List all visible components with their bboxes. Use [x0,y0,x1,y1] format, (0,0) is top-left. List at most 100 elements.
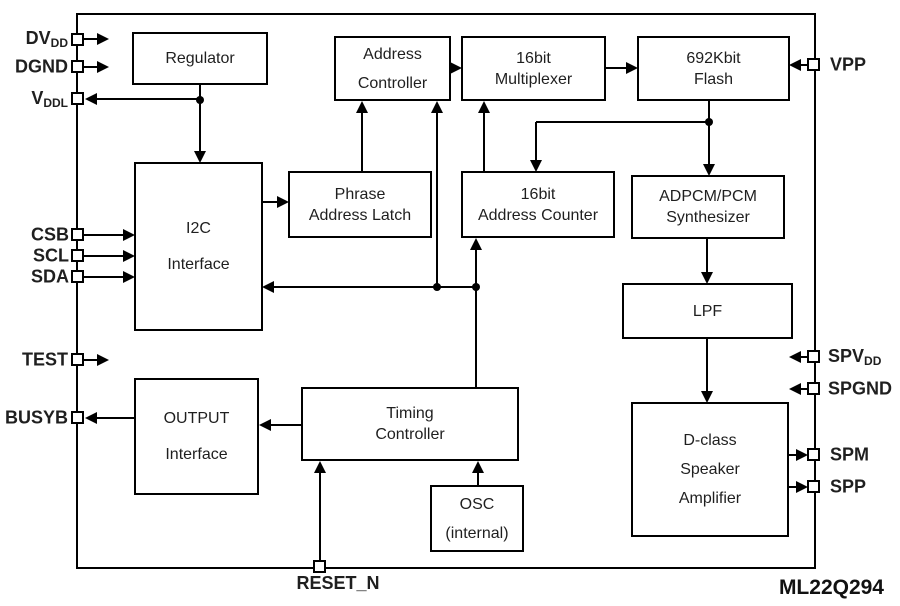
arrowhead-scl [123,250,135,262]
pin-label-vddl: VDDL [31,88,68,110]
block-label: Controller [375,426,445,443]
arrowhead-flash-left [626,62,638,74]
pin-reset-n [313,560,326,573]
arrowhead-i2c-top [194,151,206,163]
pin-label-spm: SPM [830,445,869,466]
wire-scl-in [84,255,124,257]
arrowhead-sda [123,271,135,283]
block-d-class-speaker-amplifier: D-class Speaker Amplifier [631,402,789,537]
pin-label-subscript: DD [864,354,882,368]
pin-label-dvdd: DVDD [26,28,68,50]
wire-regulator-to-i2c [199,84,201,152]
arrowhead-timing-bottom-2 [472,461,484,473]
block-regulator: Regulator [132,32,268,85]
pin-label-text: SDA [30,266,69,287]
pin-label-text: SCL [33,245,69,266]
wire-osc-to-timing [477,471,479,486]
block-i2c-interface: I2C Interface [134,162,263,331]
pin-label-dgnd: DGND [15,57,68,78]
pin-label-subscript: DDL [43,96,68,110]
block-label: Synthesizer [666,209,750,226]
pin-csb [71,228,84,241]
block-label: D-class [683,432,737,449]
pin-spvdd [807,350,820,363]
block-label: 16bit [520,185,556,203]
pin-label-text: SPM [830,444,870,465]
pin-label-text: V [31,88,44,108]
arrowhead-phrase-latch [277,196,289,208]
pin-label-reset-n: RESET_N [283,573,393,594]
pin-label-text: DV [25,28,51,48]
block-label: Timing [386,405,434,422]
wire-regulator-to-vddl [96,98,200,100]
pin-dvdd [71,33,84,46]
block-692kbit-flash: 692Kbit Flash [637,36,790,101]
wire-multiplexer-to-flash [606,67,627,69]
arrowhead-dgnd [97,61,109,73]
arrowhead-dvdd [97,33,109,45]
arrowhead-test [97,354,109,366]
block-label: Interface [165,445,228,463]
arrowhead-timing-bottom-1 [314,461,326,473]
block-label: OUTPUT [163,409,230,427]
block-label: I2C [186,219,211,237]
pin-label-text: DGND [15,56,68,77]
pin-label-text: SPV [828,346,865,366]
wire-spgnd-in [799,388,808,390]
block-label: Multiplexer [494,70,573,88]
block-label: Speaker [680,461,740,478]
block-label: Amplifier [678,490,742,507]
block-osc-internal: OSC (internal) [430,485,524,552]
pin-label-spgnd: SPGND [828,379,892,400]
wire-dvdd-in [84,38,98,40]
pin-sda [71,270,84,283]
block-label: Address Latch [308,206,412,224]
wire-synthesizer-to-lpf [706,238,708,273]
block-label: LPF [692,302,723,320]
block-label: Address Counter [477,206,599,224]
wire-timing-to-output [270,424,301,426]
arrowhead-vddl [85,93,97,105]
arrowhead-address-controller-2 [431,101,443,113]
pin-label-spvdd: SPVDD [828,346,881,368]
arrowhead-spgnd [789,383,801,395]
wire-bus-to-timing-controller [475,286,477,388]
arrowhead-output-right [259,419,271,431]
pin-label-test: TEST [22,350,68,371]
pin-vddl [71,92,84,105]
wire-flash-branch-to-counter [535,122,537,161]
wire-test-in [84,359,98,361]
pin-dgnd [71,60,84,73]
block-16bit-address-counter: 16bit Address Counter [461,171,615,238]
block-16bit-multiplexer: 16bit Multiplexer [461,36,606,101]
arrowhead-busyb [85,412,97,424]
pin-scl [71,249,84,262]
block-label: ADPCM/PCM [659,188,757,205]
part-number-label: ML22Q294 [778,576,884,599]
pin-label-sda: SDA [31,267,69,288]
wire-counter-to-multiplexer [483,111,485,172]
junction-flash-branch [705,118,713,126]
arrowhead-multiplexer-bottom [478,101,490,113]
wire-data-bus-horizontal [273,286,476,288]
pin-label-vpp: VPP [830,55,866,76]
pin-label-csb: CSB [31,225,69,246]
pin-busyb [71,411,84,424]
wire-sda-in [84,276,124,278]
pin-vpp [807,58,820,71]
wire-lpf-to-amplifier [706,338,708,392]
arrowhead-address-counter-bottom [470,238,482,250]
wire-dgnd-in [84,66,98,68]
wire-amplifier-to-spp [789,486,797,488]
pin-label-text: BUSYB [4,407,68,428]
arrowhead-spp [796,481,808,493]
wire-flash-to-synthesizer [708,100,710,165]
arrowhead-synthesizer-top [703,164,715,176]
junction-bus-2 [472,283,480,291]
arrowhead-controller-to-multiplexer [450,62,462,74]
block-label: Flash [693,70,734,88]
arrowhead-address-counter-top [530,160,542,172]
pin-label-text: SPGND [828,378,893,399]
block-output-interface: OUTPUT Interface [134,378,259,495]
block-label: Regulator [165,50,235,67]
